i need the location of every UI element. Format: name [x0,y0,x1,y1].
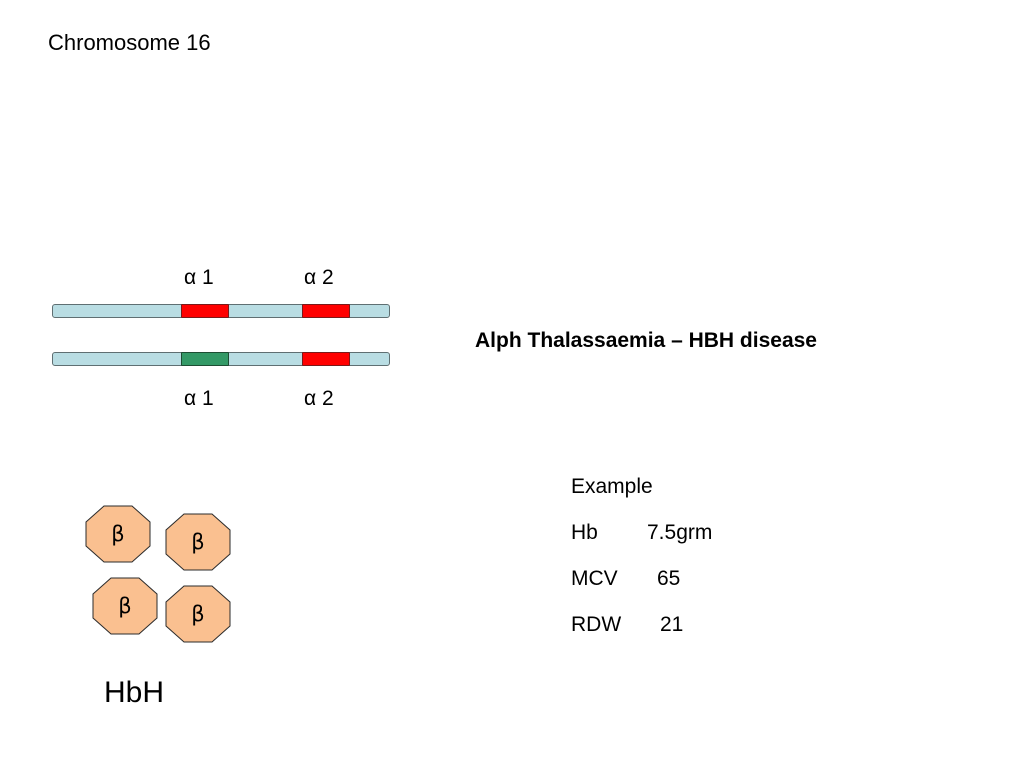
stat-row-mcv: MCV 65 [571,568,680,589]
stat-value-rdw: 21 [660,613,684,636]
beta-chain-2: β [165,513,231,571]
chromosome-2-alpha1-gene-deleted [181,352,229,366]
alpha1-bottom-label: α 1 [184,387,214,410]
beta-chain-4-label: β [191,601,205,626]
beta-chain-2-label: β [191,529,205,554]
chromosome-2-alpha2-gene [302,352,350,366]
example-heading: Example [571,475,653,498]
beta-chain-3-label: β [118,593,132,618]
beta-chain-1-label: β [111,521,125,546]
stat-row-hb: Hb 7.5grm [571,522,712,543]
alpha1-top-label: α 1 [184,266,214,289]
chromosome-1-alpha1-gene [181,304,229,318]
molecule-label: HbH [104,676,165,709]
chromosome-2 [52,352,390,366]
stat-key-mcv: MCV [571,567,618,590]
beta-chain-3: β [92,577,158,635]
stat-value-hb: 7.5grm [647,521,713,544]
octagon-shape [85,505,151,563]
alpha2-bottom-label: α 2 [304,387,334,410]
octagon-shape [165,513,231,571]
diagram-title: Chromosome 16 [48,30,211,55]
octagon-shape [92,577,158,635]
chromosome-1-alpha2-gene [302,304,350,318]
octagon-shape [165,585,231,643]
alpha2-top-label: α 2 [304,266,334,289]
disease-title: Alph Thalassaemia – HBH disease [475,329,817,352]
chromosome-1 [52,304,390,318]
beta-chain-1: β [85,505,151,563]
stat-value-mcv: 65 [657,567,681,590]
beta-chain-4: β [165,585,231,643]
stat-row-rdw: RDW 21 [571,614,683,635]
stat-key-rdw: RDW [571,613,622,636]
stat-key-hb: Hb [571,521,598,544]
